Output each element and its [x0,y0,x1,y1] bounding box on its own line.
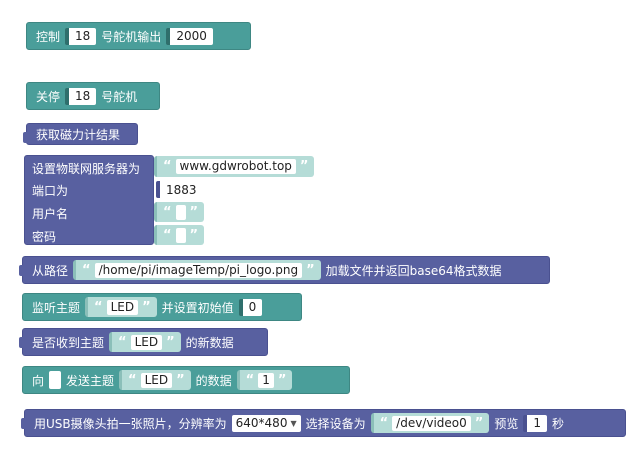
close-quote-icon: ” [306,262,315,278]
servo-value-input[interactable]: 2000 [166,27,213,45]
close-quote-icon: ” [189,227,199,243]
iot-server-title: 设置物联网服务器为 [32,162,141,176]
device-string[interactable]: “ /dev/video0 ” [370,413,490,433]
close-quote-icon: ” [142,299,151,315]
output-notch [23,132,29,143]
topic-received-block[interactable]: 是否收到主题 “ LED ” 的新数据 [19,328,268,356]
servo-stop-block[interactable]: 关停 18 号舵机 [26,82,160,110]
iot-server-input[interactable]: www.gdwrobot.top [175,159,296,174]
publish-value-string[interactable]: “ 1 ” [236,370,293,390]
resolution-dropdown[interactable]: 640*480 ▼ [231,414,301,432]
publish-to-label: 向 [32,373,45,388]
file-path-input[interactable]: /home/pi/imageTemp/pi_logo.png [94,262,303,278]
received-topic-input[interactable]: LED [130,334,163,350]
close-quote-icon: ” [474,415,484,431]
publish-data-label: 的数据 [195,373,232,388]
usb-camera-photo-block[interactable]: 用USB摄像头拍一张照片，分辨率为 640*480 ▼ 选择设备为 “ /dev… [21,409,626,437]
servo-output-label: 控制 [36,29,61,44]
open-quote-icon: “ [82,262,91,278]
servo-number-input[interactable]: 18 [65,27,97,45]
seconds-unit-label: 秒 [551,416,564,431]
publish-topic-input[interactable]: LED [140,372,173,388]
servo-stop-label: 关停 [36,89,61,104]
iot-port-label: 端口为 [32,184,69,198]
open-quote-icon: “ [163,159,172,174]
close-quote-icon: ” [166,334,175,350]
magnetometer-block[interactable]: 获取磁力计结果 [23,123,138,145]
iot-pass-input[interactable] [175,227,186,243]
iot-user-string[interactable]: “ ” [154,202,205,222]
iot-server-block[interactable] [24,155,154,245]
close-quote-icon: ” [299,159,309,174]
usb-camera-label: 用USB摄像头拍一张照片，分辨率为 [34,416,227,431]
iot-server-string[interactable]: “ www.gdwrobot.top ” [154,156,315,177]
load-path-label: 从路径 [32,263,69,278]
listen-mid-label: 并设置初始值 [161,300,234,315]
open-quote-icon: “ [128,372,137,388]
open-quote-icon: “ [118,334,127,350]
open-quote-icon: “ [379,415,389,431]
close-quote-icon: ” [176,372,185,388]
output-notch [19,265,25,276]
file-path-string[interactable]: “ /home/pi/imageTemp/pi_logo.png ” [73,260,321,280]
publish-topic-string[interactable]: “ LED ” [119,370,191,390]
open-quote-icon: “ [94,299,103,315]
publish-topic-block[interactable]: 向 发送主题 “ LED ” 的数据 “ 1 ” [22,366,350,394]
preview-seconds-input[interactable]: 1 [523,414,547,432]
output-notch [21,418,27,429]
publish-value-input[interactable]: 1 [258,372,274,388]
client-input-slot[interactable] [49,371,62,389]
topic-received-label: 是否收到主题 [32,335,105,350]
magnetometer-label: 获取磁力计结果 [36,127,121,142]
resolution-value: 640*480 [235,416,288,430]
servo-stop-number-input[interactable]: 18 [65,87,97,105]
load-post-label: 加载文件并返回base64格式数据 [325,263,502,278]
close-quote-icon: ” [189,204,199,220]
topic-received-post-label: 的新数据 [185,335,234,350]
servo-output-mid-label: 号舵机输出 [101,29,162,44]
servo-output-block[interactable]: 控制 18 号舵机输出 2000 [26,22,251,50]
listen-topic-block[interactable]: 监听主题 “ LED ” 并设置初始值 0 [22,293,302,321]
chevron-down-icon: ▼ [290,418,297,428]
close-quote-icon: ” [277,372,287,388]
listen-topic-string[interactable]: “ LED ” [85,297,157,317]
initial-value-input[interactable]: 0 [238,298,263,316]
preview-label: 预览 [494,416,519,431]
device-select-label: 选择设备为 [305,416,366,431]
iot-pass-label: 密码 [32,230,57,244]
open-quote-icon: “ [163,204,172,220]
device-input[interactable]: /dev/video0 [392,415,471,431]
load-file-base64-block[interactable]: 从路径 “ /home/pi/imageTemp/pi_logo.png ” 加… [19,256,550,284]
servo-stop-post-label: 号舵机 [101,89,138,104]
iot-user-label: 用户名 [32,207,69,221]
iot-port-input[interactable]: 1883 [156,181,203,198]
listen-topic-label: 监听主题 [32,300,81,315]
open-quote-icon: “ [245,372,255,388]
iot-pass-string[interactable]: “ ” [154,225,205,245]
listen-topic-input[interactable]: LED [106,299,139,315]
open-quote-icon: “ [163,227,172,243]
output-notch [19,337,25,348]
received-topic-string[interactable]: “ LED ” [109,332,181,352]
publish-mid-label: 发送主题 [66,373,115,388]
iot-user-input[interactable] [175,204,186,220]
